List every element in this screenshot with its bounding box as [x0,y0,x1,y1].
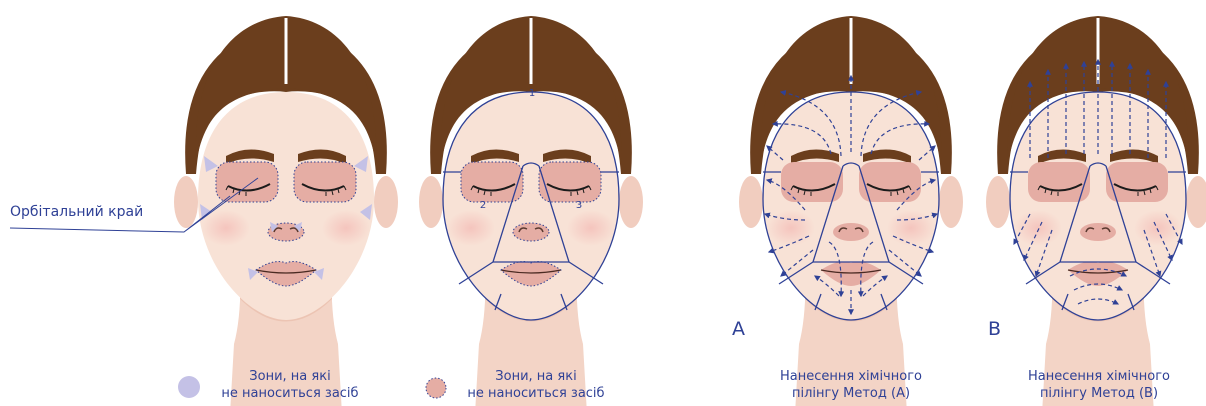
caption-1-line2: не наноситься засіб [200,385,380,402]
caption-4-line2: пілінгу Метод (B) [1006,385,1192,402]
caption-1: Зони, на які не наноситься засіб [200,368,380,402]
caption-3: Нанесення хімічного пілінгу Метод (A) [758,368,944,402]
method-b-letter: B [988,318,1001,340]
legend-dotted-circle [424,376,448,400]
method-a-letter: A [732,318,745,340]
caption-2-line1: Зони, на які [446,368,626,385]
caption-3-line1: Нанесення хімічного [758,368,944,385]
caption-2: Зони, на які не наноситься засіб [446,368,626,402]
caption-3-line2: пілінгу Метод (A) [758,385,944,402]
caption-4: Нанесення хімічного пілінгу Метод (B) [1006,368,1192,402]
zone-number-1: 1 [529,88,535,99]
legend-lavender-dot [178,376,200,398]
zone-number-3: 3 [576,200,582,211]
zone-number-2: 2 [480,200,486,211]
face-3-method-a [739,16,963,406]
face-2-zones: 1 2 3 [419,16,643,406]
caption-2-line2: не наноситься засіб [446,385,626,402]
orbital-rim-label: Орбітальний край [10,204,143,220]
caption-4-line1: Нанесення хімічного [1006,368,1192,385]
face-4-method-b [986,16,1206,406]
face-1-excluded-zones [174,16,398,406]
caption-1-line1: Зони, на які [200,368,380,385]
